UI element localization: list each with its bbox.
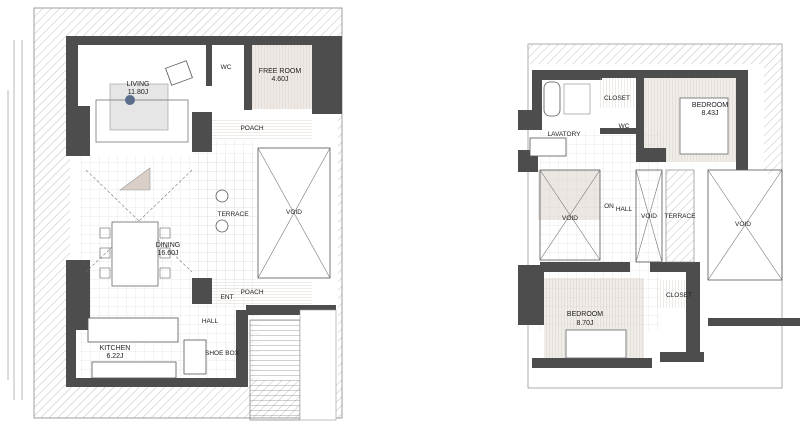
room-label-void: VOID <box>286 209 302 216</box>
room-label-poach-upper: POACH <box>240 125 263 132</box>
room-area-free-room: 4.60J <box>271 76 288 83</box>
room-label-dining: DINING <box>156 242 181 249</box>
room-label-shoe-box: SHOE BOX <box>205 350 240 357</box>
room-label-closet-lower: CLOSET <box>666 292 692 299</box>
room-label-ent: ENT <box>221 294 234 301</box>
room-label-void-left: VOID <box>562 215 578 222</box>
room-area-bedroom-2: 8.70J <box>576 320 593 327</box>
room-label-on: ON <box>604 203 614 210</box>
room-area-dining: 16.60J <box>157 250 178 257</box>
ground-floor-labels: LIVING 11.80J FREE ROOM 4.60J WC POACH T… <box>100 64 303 360</box>
room-label-free-room: FREE ROOM <box>259 68 302 75</box>
room-label-terrace: TERRACE <box>217 211 249 218</box>
room-label-kitchen: KITCHEN <box>100 345 131 352</box>
ground-floor-plan <box>7 7 343 421</box>
room-label-wc-upper: WC <box>619 123 630 130</box>
upper-floor-labels: CLOSET BEDROOM 8.43J LAVATORY WC VOID ON… <box>548 95 752 327</box>
room-label-void-right: VOID <box>735 221 751 228</box>
room-label-hall-upper: HALL <box>616 206 633 213</box>
room-label-void-center: VOID <box>641 213 657 220</box>
room-label-wc: WC <box>221 64 232 71</box>
room-label-terrace-upper: TERRACE <box>664 213 696 220</box>
room-label-hall: HALL <box>202 318 219 325</box>
room-area-kitchen: 6.22J <box>106 353 123 360</box>
upper-floor-plan <box>518 43 800 389</box>
room-label-bedroom-1: BEDROOM <box>692 102 728 109</box>
room-label-living: LIVING <box>127 81 150 88</box>
room-label-poach-lower: POACH <box>240 289 263 296</box>
room-label-bedroom-2: BEDROOM <box>567 311 603 318</box>
room-area-living: 11.80J <box>128 89 149 96</box>
room-label-closet-upper: CLOSET <box>604 95 630 102</box>
room-label-lavatory: LAVATORY <box>548 131 582 138</box>
room-area-bedroom-1: 8.43J <box>701 110 718 117</box>
